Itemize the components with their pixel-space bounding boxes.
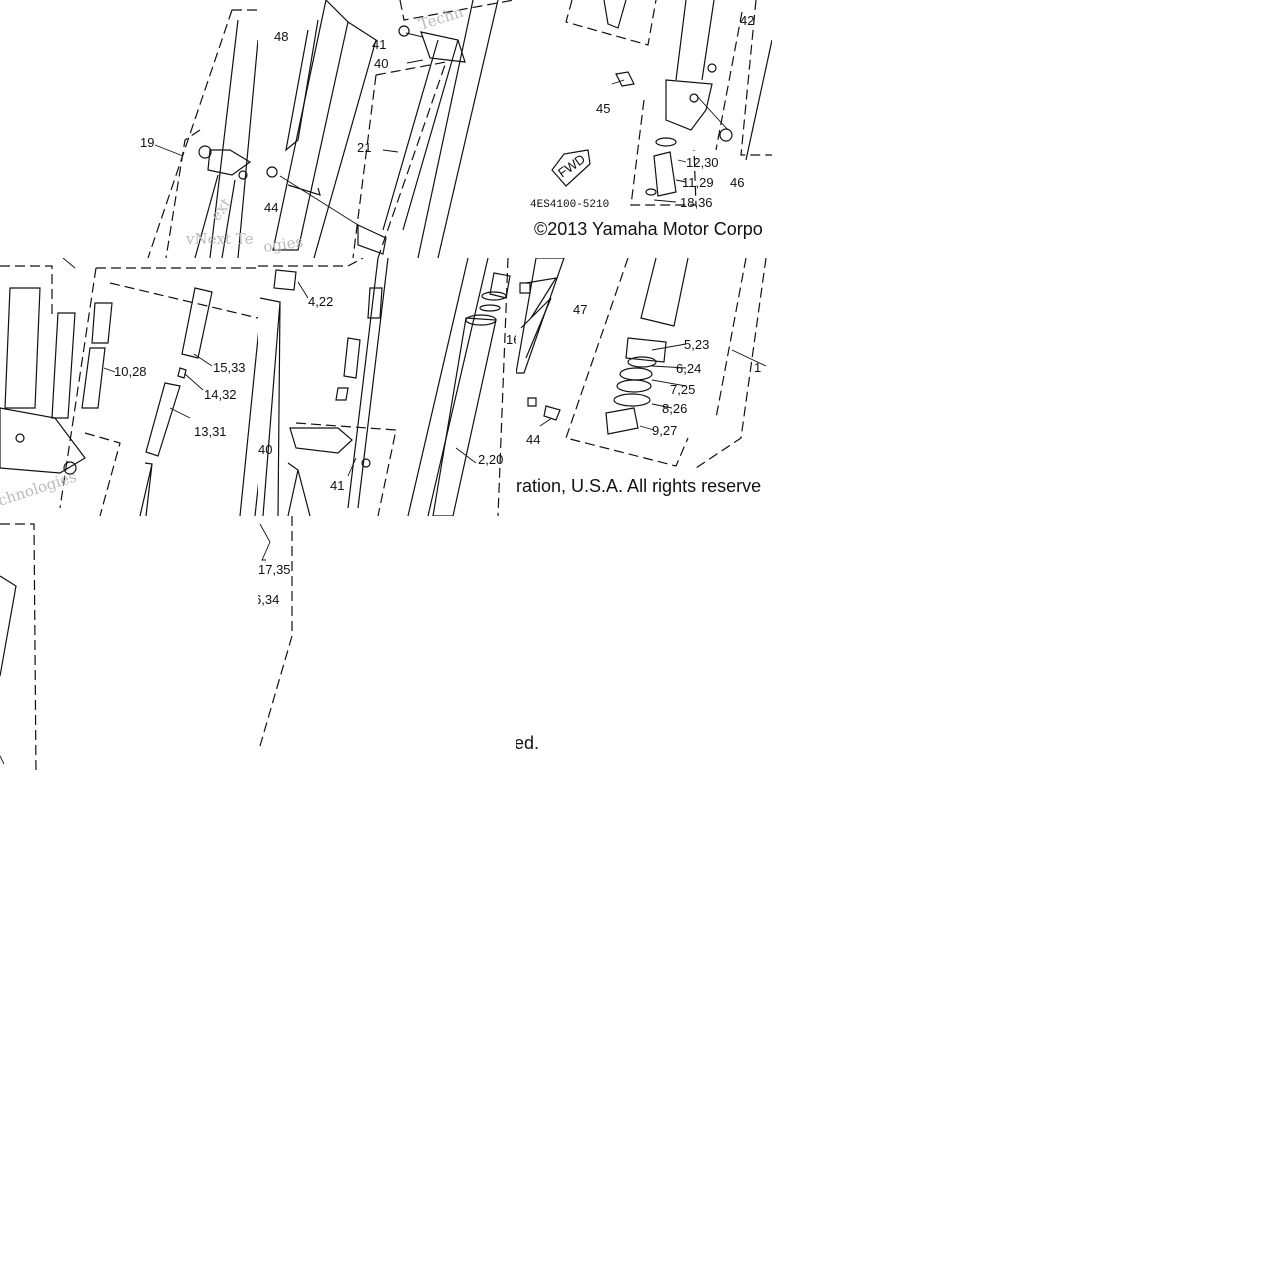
part-label: 13,31 bbox=[194, 424, 227, 439]
tile-top-middle: 48 41 40 21 44 Techn ogies bbox=[258, 0, 516, 258]
part-label: 47 bbox=[573, 302, 587, 317]
part-label: 16 bbox=[506, 332, 516, 347]
part-label: 48 bbox=[274, 29, 288, 44]
tile-top-left: 19 vNext Te ext bbox=[0, 0, 258, 258]
part-label: 15,33 bbox=[213, 360, 246, 375]
part-label: 40 bbox=[258, 442, 272, 457]
part-label: 2,20 bbox=[478, 452, 503, 467]
copyright-text: oration, U.S.A. All rights reserve bbox=[516, 476, 761, 496]
part-label: 7,25 bbox=[670, 382, 695, 397]
part-label: 10,28 bbox=[114, 364, 147, 379]
tile-middle-right: 47 44 5,23 6,24 7,25 8,26 9,27 1 oration… bbox=[516, 258, 772, 516]
copyright-text: ©2013 Yamaha Motor Corpo bbox=[534, 219, 763, 239]
part-label: 11,29 bbox=[682, 175, 714, 190]
part-label: 41 bbox=[372, 37, 386, 52]
watermark-text: vNext Te bbox=[185, 230, 254, 248]
part-label: 6,24 bbox=[676, 361, 701, 376]
tile-top-right: 45 42 12,30 11,29 18,36 46 4ES4100-5210 … bbox=[516, 0, 772, 258]
part-label: 40 bbox=[374, 56, 388, 71]
part-label: 8,26 bbox=[662, 401, 687, 416]
part-label: 9,27 bbox=[652, 423, 677, 438]
part-label: 18,36 bbox=[680, 195, 713, 210]
watermark-text: chnologies bbox=[0, 467, 79, 509]
copyright-text: ed. bbox=[516, 733, 539, 753]
tile-middle-left: 43 10,28 15,33 14,32 13,31 3 chnologies bbox=[0, 258, 258, 516]
part-label: 19 bbox=[140, 135, 154, 150]
tile-bottom-right: ed. bbox=[516, 516, 772, 772]
watermark-text: Techn bbox=[417, 3, 466, 34]
part-label: 42 bbox=[740, 13, 754, 28]
part-label: 4,22 bbox=[308, 294, 333, 309]
tile-bottom-middle: 17,35 6,34 bbox=[258, 516, 516, 772]
tile-bottom-left bbox=[0, 516, 258, 772]
part-code: 4ES4100-5210 bbox=[530, 199, 609, 211]
part-label: 44 bbox=[264, 200, 278, 215]
part-label: 5,23 bbox=[684, 337, 709, 352]
watermark-text: ogies bbox=[262, 233, 304, 256]
part-label: 14,32 bbox=[204, 387, 237, 402]
fwd-arrow-label: FWD bbox=[555, 151, 588, 180]
part-label: 41 bbox=[330, 478, 344, 493]
part-label: 17,35 bbox=[258, 562, 291, 577]
part-label: 45 bbox=[596, 101, 610, 116]
part-label: 12,30 bbox=[686, 155, 719, 170]
part-label: 44 bbox=[526, 432, 540, 447]
part-label: 1 bbox=[754, 360, 761, 375]
part-label: 6,34 bbox=[258, 592, 279, 607]
tile-center: 4,22 40 41 2,20 16 bbox=[258, 258, 516, 516]
part-label: 21 bbox=[357, 140, 371, 155]
part-label: 46 bbox=[730, 175, 744, 190]
